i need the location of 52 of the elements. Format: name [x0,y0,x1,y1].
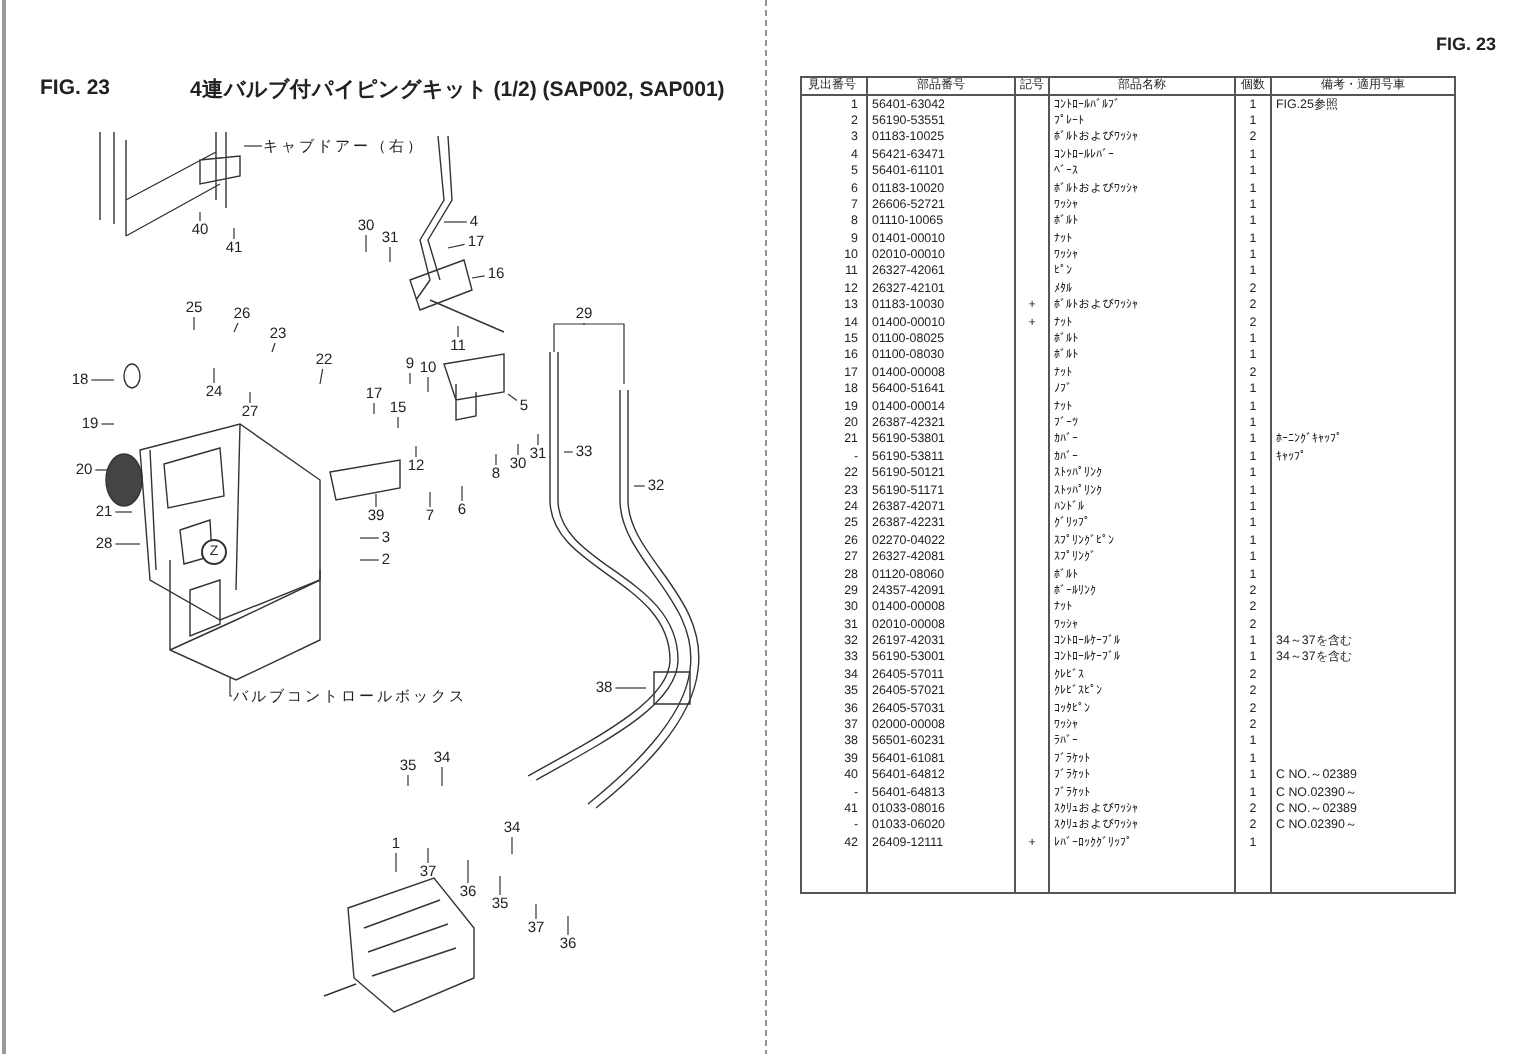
leader-line [415,445,417,458]
leader-line [199,211,201,222]
leader-line [427,847,429,864]
leader-line [507,393,518,402]
leader-line [397,416,399,429]
leader-line [567,915,569,936]
leader-line [499,875,501,896]
leader-line [365,234,367,253]
leader-line [535,903,537,920]
leader-line [467,859,469,884]
leader-line [94,469,109,471]
leader-line [511,836,513,855]
figure-title: 4連バルブ付パイピングキット (1/2) (SAP002, SAP001) [190,76,725,104]
leader-line [633,485,646,487]
leader-line [375,493,377,508]
leader-line [271,342,276,353]
leader-line [427,376,429,393]
leader-line [193,316,195,331]
figure-number: FIG. 23 [40,76,111,100]
figure-number: FIG. 23 [1436,34,1497,54]
leader-line [90,379,115,381]
leader-line [441,766,443,787]
leader-line [100,423,115,425]
leader-line [229,677,233,697]
leader-line [373,402,375,415]
leader-line [249,391,251,404]
leader-line [563,451,574,453]
leader-line [583,322,625,385]
leader-line [429,491,431,508]
leader-line [243,145,263,147]
leader-line [495,453,497,466]
leader-line [517,443,519,456]
leader-line [114,543,141,545]
leader-line [213,367,215,384]
leader-line [457,325,459,338]
leader-line [461,485,463,502]
leader-line [407,774,409,787]
leader-line [359,537,380,539]
leader-line [553,322,585,353]
leader-line [114,511,133,513]
leader-line [389,246,391,263]
leader-line [537,433,539,446]
leader-line [614,687,647,689]
leader-line [443,221,468,223]
leader-line [359,559,380,561]
leader-line [395,852,397,873]
leader-line [233,227,235,240]
leader-line [409,372,411,385]
leader-line [233,322,239,333]
leader-line [471,275,486,279]
leader-line [447,243,466,249]
leader-line [319,368,324,385]
